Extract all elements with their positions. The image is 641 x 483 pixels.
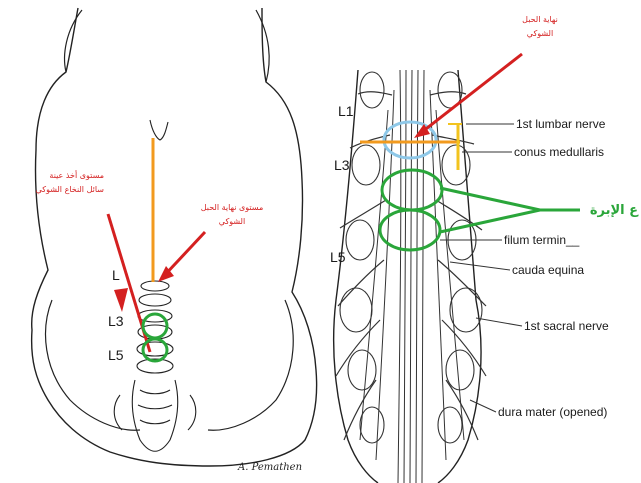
neck-fold	[150, 120, 168, 140]
left-buttock	[46, 300, 140, 430]
left-spine	[114, 281, 196, 451]
left-label-l3: L3	[108, 313, 124, 329]
needle-level-text-1: مستوى أخذ عينة	[49, 170, 104, 180]
body-outline	[32, 8, 317, 466]
label-conus: conus medullaris	[514, 145, 604, 159]
right-label-l3: L3	[334, 157, 350, 173]
conus-text-2: الشوكي	[527, 29, 553, 38]
cord-end-text-2: الشوكي	[219, 217, 245, 226]
conus-text-1: نهاية الحبل	[522, 15, 558, 24]
cord-end-text-1: مستوى نهاية الحبل	[201, 203, 263, 212]
right-buttock	[208, 300, 293, 430]
right-label-l1: L1	[338, 103, 354, 119]
left-label-l: L	[112, 267, 120, 283]
label-lumbar-nerve: 1st lumbar nerve	[516, 117, 606, 131]
cauda-strands	[360, 70, 464, 483]
needle-text: ع الإبرة	[590, 203, 639, 218]
left-arm-outline	[65, 10, 82, 72]
left-label-l5: L5	[108, 347, 124, 363]
label-filum: filum termin__	[504, 233, 580, 247]
label-cauda: cauda equina	[512, 263, 584, 277]
label-dura: dura mater (opened)	[498, 405, 607, 419]
green-pointer	[440, 188, 540, 232]
right-label-l5: L5	[330, 249, 346, 265]
artist-signature: A. Pemathen	[237, 462, 302, 473]
needle-level-text-2: سائل النخاع الشوكي	[36, 185, 105, 194]
needle-arrow-head	[114, 288, 128, 312]
label-sacral: 1st sacral nerve	[524, 319, 609, 333]
green-zone-lower	[380, 210, 440, 250]
left-panel: L L3 L5 مستوى أخذ عينة سائل النخاع الشوك…	[32, 8, 317, 473]
right-panel: L1 L3 L5 1st lumbar nerve conus medullar…	[330, 15, 639, 483]
green-zone-upper	[382, 170, 442, 210]
